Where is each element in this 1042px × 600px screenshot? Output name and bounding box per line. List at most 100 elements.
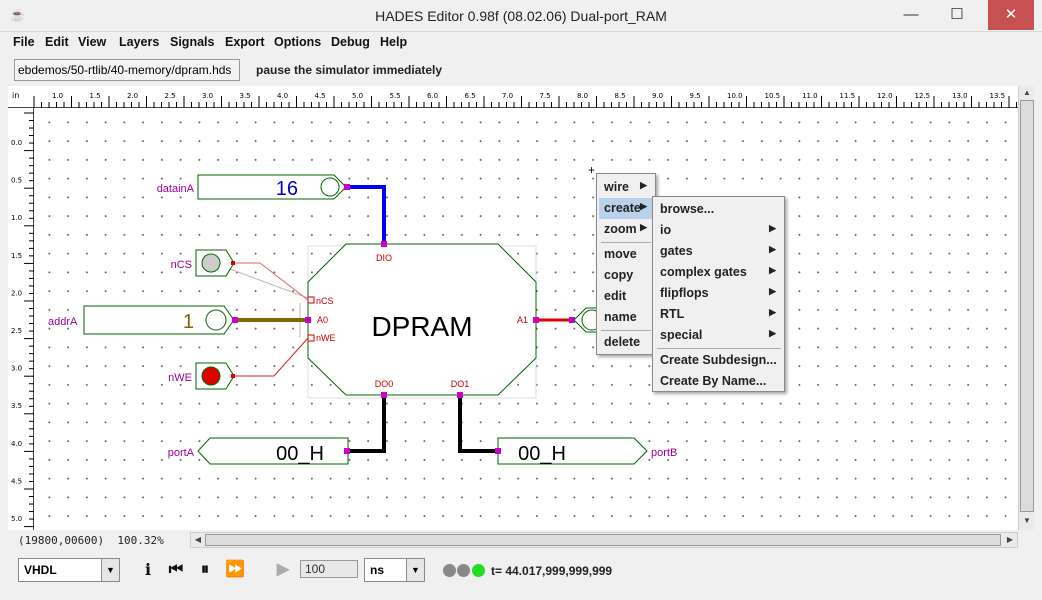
left-ruler-svg: 0.00.51.01.52.02.53.03.54.04.55.0 <box>11 112 34 528</box>
vertical-scrollbar[interactable]: ▲ ▼ <box>1018 86 1034 530</box>
nCS-label: nCS <box>171 259 192 271</box>
fast-forward-icon[interactable]: ⏩ <box>225 561 245 578</box>
ruler-label: 6.0 <box>427 92 438 100</box>
menu-signals[interactable]: Signals <box>170 35 215 49</box>
ruler-label: 1.5 <box>90 92 101 100</box>
addrA-pin <box>232 317 238 323</box>
horizontal-scroll-thumb[interactable] <box>205 534 1001 546</box>
submenu-gates[interactable]: gates▶ <box>660 244 776 258</box>
menu-layers[interactable]: Layers <box>119 35 160 49</box>
menu-export[interactable]: Export <box>225 35 265 49</box>
ncs-wire[interactable] <box>234 262 309 301</box>
submenu-special[interactable]: special▶ <box>660 328 776 342</box>
ruler-label: 8.0 <box>577 92 588 100</box>
maximize-button[interactable]: ☐ <box>950 6 964 23</box>
nWE-led[interactable] <box>201 366 221 386</box>
design-path-field[interactable]: ebdemos/50-rtlib/40-memory/dpram.hds <box>14 59 240 81</box>
datainA-pin <box>344 184 350 190</box>
ruler-label: 11.5 <box>840 92 856 100</box>
menu-create[interactable]: create▶ <box>599 198 653 219</box>
nCS-pin <box>231 261 235 265</box>
title-bar: ☕ HADES Editor 0.98f (08.02.06) Dual-por… <box>0 0 1042 32</box>
submenu-io[interactable]: io▶ <box>660 223 776 237</box>
scroll-left-arrow[interactable]: ◀ <box>194 535 202 544</box>
datainA-knob[interactable] <box>320 177 340 197</box>
schematic-canvas[interactable]: 16 datainA nCS 1 addrA nWE DPRAM DIO nCS… <box>34 108 1018 530</box>
time-unit-select[interactable]: ns ▼ <box>364 558 425 582</box>
dio-pin <box>381 241 387 247</box>
menu-file[interactable]: File <box>13 35 35 49</box>
addrA-knob[interactable] <box>205 309 227 331</box>
menu-edit[interactable]: edit <box>604 289 627 303</box>
dpram-block[interactable] <box>307 243 537 396</box>
menu-debug[interactable]: Debug <box>331 35 370 49</box>
status-message: pause the simulator immediately <box>256 63 443 77</box>
portA-label: portA <box>168 447 195 459</box>
ruler-label: 2.5 <box>11 327 22 335</box>
addrA-value: 1 <box>183 311 194 333</box>
portA-display[interactable] <box>197 437 349 465</box>
ruler-unit: in <box>12 91 19 100</box>
time-unit-value: ns <box>370 563 385 577</box>
horizontal-scrollbar[interactable]: ◀ ▶ <box>190 532 1018 548</box>
ruler-label: 6.5 <box>465 92 476 100</box>
nwe-pin <box>307 334 315 342</box>
scroll-down-arrow[interactable]: ▼ <box>1023 516 1031 525</box>
step-time-field[interactable]: 100 <box>300 560 358 578</box>
portB-display[interactable] <box>497 437 648 465</box>
info-icon[interactable]: i <box>144 560 152 579</box>
menu-wire[interactable]: wire▶ <box>604 180 647 194</box>
port-a1: A1 <box>517 315 528 325</box>
menu-zoom[interactable]: zoom▶ <box>604 222 647 236</box>
port-dio: DIO <box>376 253 392 263</box>
coords-readout: (19800,00600) 100.32% <box>18 534 164 547</box>
menu-move[interactable]: move <box>604 247 637 261</box>
rewind-icon[interactable]: ⏮ <box>168 561 184 578</box>
datainA-wire[interactable] <box>348 185 386 244</box>
scroll-right-arrow[interactable]: ▶ <box>1006 535 1014 544</box>
portB-label: portB <box>651 447 677 459</box>
step-icon[interactable]: ▶ <box>276 561 290 578</box>
pause-icon[interactable]: ⏸ <box>200 561 209 578</box>
portB-pin <box>495 448 501 454</box>
submenu-complex-gates[interactable]: complex gates▶ <box>660 265 776 279</box>
menu-copy[interactable]: copy <box>604 268 634 282</box>
cursor-coords: (19800,00600) <box>18 534 105 547</box>
zoom-level: 100.32% <box>117 534 164 547</box>
portB-wire[interactable] <box>458 395 498 453</box>
nCS-led[interactable] <box>201 253 221 273</box>
submenu-flipflops[interactable]: flipflops▶ <box>660 286 776 300</box>
create-submenu: browse... io▶ gates▶ complex gates▶ flip… <box>652 196 785 392</box>
portA-pin <box>344 448 350 454</box>
ruler-label: 1.5 <box>11 252 22 260</box>
ruler-label: 13.0 <box>952 92 968 100</box>
datainA-switch[interactable] <box>197 174 347 200</box>
ruler-label: 0.0 <box>11 139 22 147</box>
ruler-label: 9.5 <box>690 92 701 100</box>
submenu-rtl[interactable]: RTL▶ <box>660 307 776 321</box>
menu-edit[interactable]: Edit <box>45 35 69 49</box>
submenu-create-by-name[interactable]: Create By Name... <box>660 374 767 388</box>
menu-delete[interactable]: delete <box>604 335 641 349</box>
menu-options[interactable]: Options <box>274 35 322 49</box>
submenu-browse[interactable]: browse... <box>660 202 715 216</box>
menu-separator <box>601 330 651 331</box>
language-select[interactable]: VHDL ▼ <box>18 558 120 582</box>
ruler-label: 10.5 <box>765 92 781 100</box>
ruler-label: 5.5 <box>390 92 401 100</box>
port-nwe: nWE <box>316 333 336 343</box>
vertical-scroll-thumb[interactable] <box>1020 100 1034 512</box>
ruler-label: 11.0 <box>802 92 818 100</box>
menu-view[interactable]: View <box>78 35 107 49</box>
simulation-time: t= 44.017,999,999,999 <box>491 564 613 578</box>
menu-name[interactable]: name <box>604 310 637 324</box>
minimize-button[interactable]: — <box>903 6 919 23</box>
nwe-wire[interactable] <box>234 337 309 377</box>
submenu-create-subdesign[interactable]: Create Subdesign... <box>660 353 777 367</box>
portA-wire[interactable] <box>348 395 386 453</box>
dpram-name: DPRAM <box>371 311 472 342</box>
addrA-switch[interactable] <box>83 305 235 335</box>
close-button[interactable]: ✕ <box>988 0 1034 30</box>
scroll-up-arrow[interactable]: ▲ <box>1023 88 1031 97</box>
menu-help[interactable]: Help <box>380 35 408 49</box>
